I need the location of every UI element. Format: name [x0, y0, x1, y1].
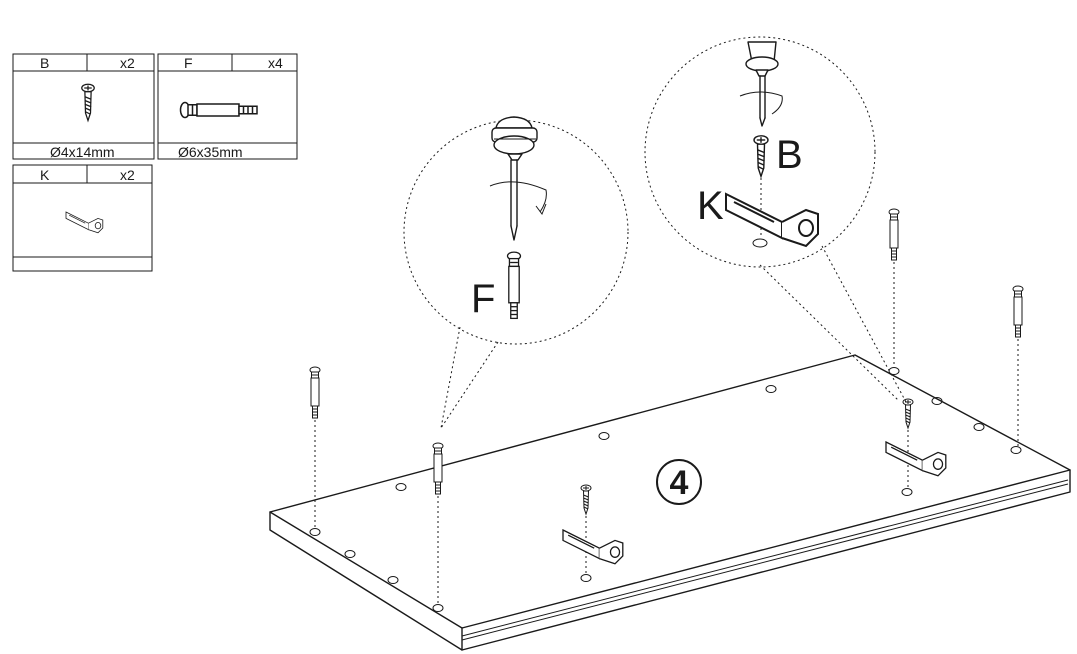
- screwdriver-right-icon: [739, 41, 783, 127]
- wood-screw-icon: [81, 83, 95, 122]
- callout-hole: [752, 238, 768, 248]
- cam-bolt-callout-icon: [506, 251, 522, 320]
- part-k-box: K x2: [12, 164, 153, 272]
- bracket-callout-icon: [725, 193, 819, 247]
- callout-b-label: B: [776, 133, 803, 177]
- part-f-box: F x4 Ø6x35mm: [157, 53, 298, 160]
- part-f-letter: F: [184, 55, 193, 71]
- part-b-size: Ø4x14mm: [50, 144, 115, 160]
- callout-left: F: [403, 116, 629, 429]
- panel: [269, 354, 1071, 651]
- part-f-size: Ø6x35mm: [178, 144, 243, 160]
- l-bracket-icon: [65, 211, 104, 234]
- panel-holes: [309, 367, 1022, 612]
- part-b-letter: B: [40, 55, 49, 71]
- cam-bolt-icon: [179, 101, 258, 119]
- cam-bolt-center-icon: [432, 442, 444, 604]
- part-f-qty: x4: [268, 55, 283, 71]
- parts-table: B x2 Ø4x14mm F x4 Ø6x35mm K: [12, 53, 298, 272]
- screwdriver-left-icon: [489, 116, 547, 241]
- part-b-box: B x2 Ø4x14mm: [12, 53, 155, 160]
- part-k-qty: x2: [120, 167, 135, 183]
- part-k-letter: K: [40, 167, 50, 183]
- callout-f-label: F: [471, 277, 495, 321]
- step-number: 4: [656, 459, 702, 505]
- step-number-text: 4: [670, 464, 689, 502]
- fasteners: [309, 208, 1024, 604]
- part-b-qty: x2: [120, 55, 135, 71]
- cam-bolt-left-icon: [309, 366, 321, 528]
- cam-bolt-right-icon: [888, 208, 900, 367]
- callout-k-label: K: [697, 184, 724, 228]
- callout-right: B K: [644, 36, 907, 403]
- cam-bolt-far-right-icon: [1012, 285, 1024, 446]
